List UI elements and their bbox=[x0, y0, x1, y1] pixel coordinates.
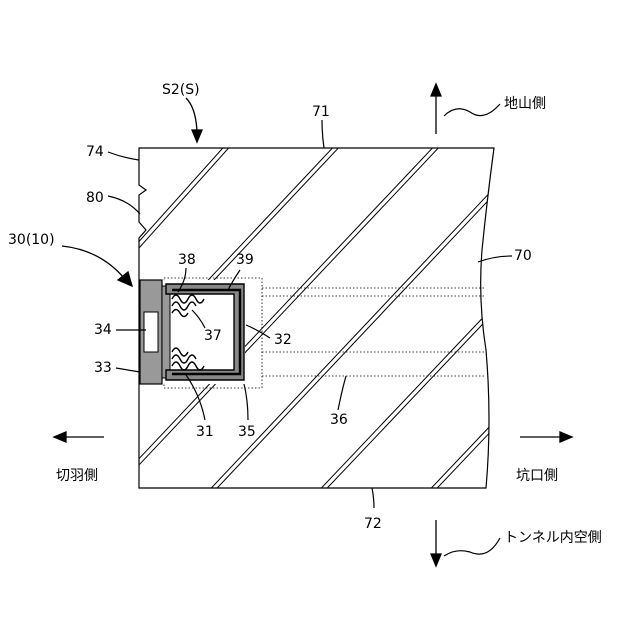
label-70: 70 bbox=[514, 248, 532, 264]
arrows bbox=[54, 84, 572, 566]
label-33: 33 bbox=[94, 360, 112, 376]
label-36: 36 bbox=[330, 412, 348, 428]
label-kiriha: 切羽側 bbox=[56, 468, 98, 484]
label-35: 35 bbox=[238, 424, 256, 440]
label-tunnel: トンネル内空側 bbox=[504, 530, 602, 546]
label-39: 39 bbox=[236, 252, 254, 268]
label-74: 74 bbox=[86, 144, 104, 160]
label-71: 71 bbox=[312, 104, 330, 120]
label-jiyama: 地山側 bbox=[504, 96, 546, 112]
label-31: 31 bbox=[196, 424, 214, 440]
label-koguchi: 坑口側 bbox=[516, 468, 558, 484]
label-32: 32 bbox=[274, 332, 292, 348]
label-38: 38 bbox=[178, 252, 196, 268]
label-34: 34 bbox=[94, 322, 112, 338]
label-s2: S2(S) bbox=[162, 82, 200, 98]
label-37: 37 bbox=[204, 328, 222, 344]
embedded-device bbox=[140, 280, 245, 384]
label-72: 72 bbox=[364, 516, 382, 532]
label-30: 30(10) bbox=[8, 232, 55, 248]
label-80: 80 bbox=[86, 190, 104, 206]
opening-34 bbox=[144, 312, 158, 352]
